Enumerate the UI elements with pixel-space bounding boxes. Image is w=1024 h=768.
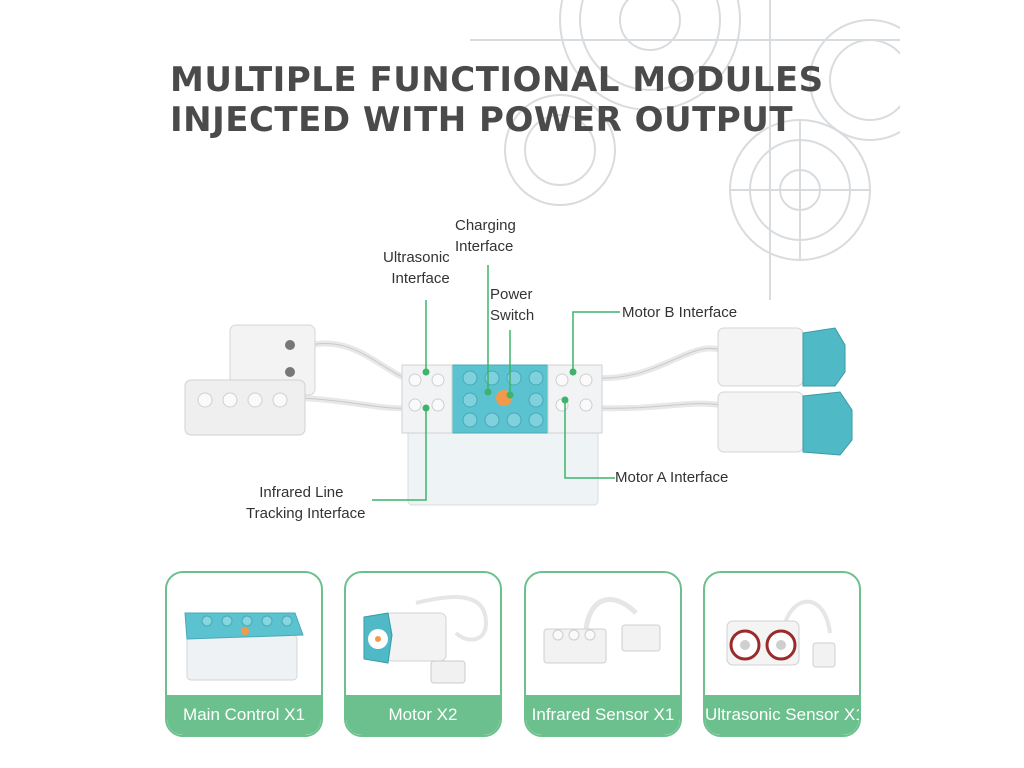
callout-text: Tracking Interface (246, 505, 366, 522)
page-title: MULTIPLE FUNCTIONAL MODULES INJECTED WIT… (170, 60, 824, 140)
callout-infrared-interface: Infrared Line Tracking Interface (246, 482, 366, 524)
ultrasonic-sensor-image (726, 599, 836, 668)
callout-charging-interface: Charging Interface (455, 215, 516, 257)
card-label: Ultrasonic Sensor X1 (705, 695, 859, 735)
title-line-1: MULTIPLE FUNCTIONAL MODULES (170, 60, 824, 100)
callout-text: Motor B Interface (622, 304, 738, 321)
card-label: Motor X2 (346, 695, 500, 735)
callout-power-switch: Power Switch (490, 284, 534, 326)
callout-text: Switch (490, 307, 535, 324)
card-label: Main Control X1 (167, 695, 321, 735)
motor-b (717, 327, 846, 387)
motor-a (717, 391, 853, 456)
infrared-sensor-brick (184, 324, 316, 436)
callout-text: Motor A Interface (615, 469, 729, 486)
main-control-box (401, 364, 603, 506)
card-label: Infrared Sensor X1 (526, 695, 680, 735)
callout-ultrasonic-interface: Ultrasonic Interface (383, 247, 450, 289)
callout-text: Interface (455, 238, 514, 255)
main-control-image (184, 612, 304, 681)
card-main-control: Main Control X1 (165, 571, 323, 737)
card-infrared-sensor: Infrared Sensor X1 (524, 571, 682, 737)
infrared-sensor-image (543, 597, 661, 664)
callout-text: Charging (455, 217, 516, 234)
callout-lines (372, 265, 620, 501)
gears-background (470, 0, 900, 300)
callout-text: Ultrasonic (383, 249, 450, 266)
motor-image (363, 595, 489, 684)
card-ultrasonic-sensor: Ultrasonic Sensor X1 (703, 571, 861, 737)
callout-text: Power (490, 286, 533, 303)
callout-text: Interface (391, 270, 450, 287)
callout-text: Infrared Line (259, 484, 344, 501)
callout-motor-a-interface: Motor A Interface (615, 467, 728, 488)
callout-motor-b-interface: Motor B Interface (622, 302, 737, 323)
card-motor: Motor X2 (344, 571, 502, 737)
module-diagram (184, 265, 853, 506)
title-line-2: INJECTED WITH POWER OUTPUT (170, 100, 794, 140)
